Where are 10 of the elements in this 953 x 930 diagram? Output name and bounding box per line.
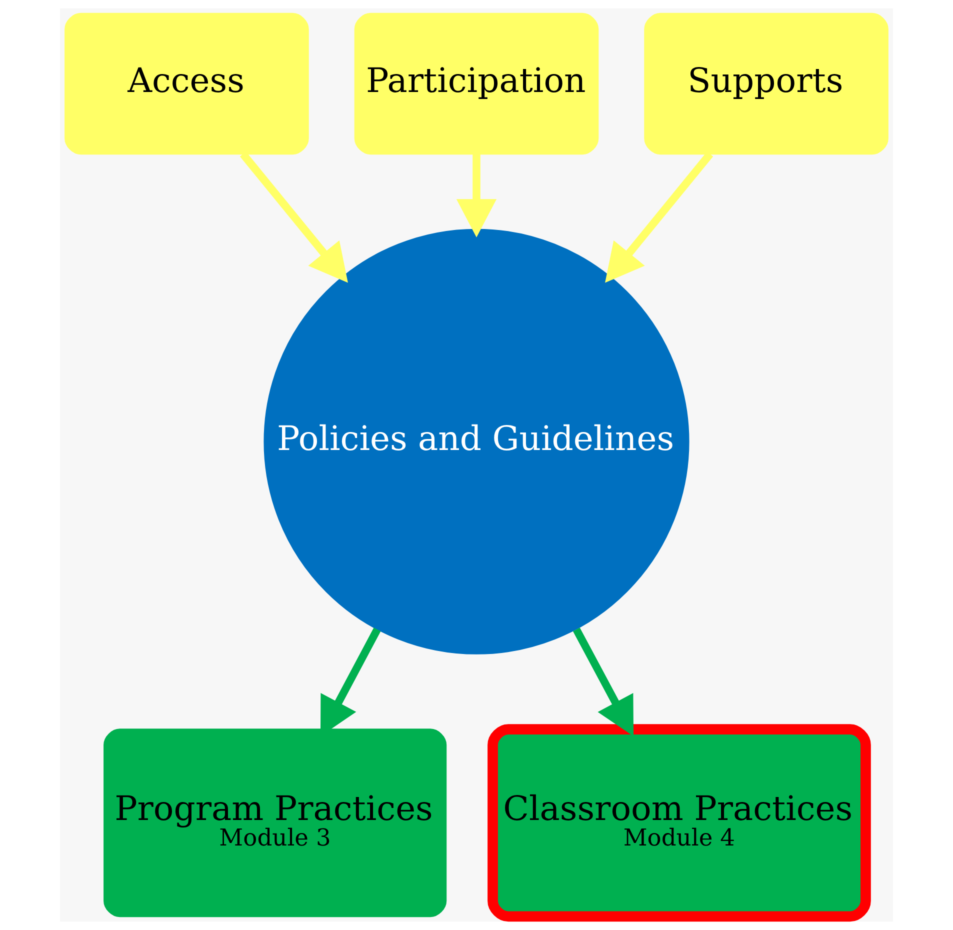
arrow	[240, 152, 348, 283]
arrow	[572, 628, 634, 736]
node-box: Access	[64, 12, 309, 155]
node-circle: Policies and Guidelines	[264, 228, 690, 654]
node-box: Supports	[644, 12, 888, 155]
node-box: Program Practices Module 3	[104, 728, 447, 918]
node-box: Participation	[354, 12, 599, 155]
arrow	[605, 152, 714, 283]
node-box: Classroom Practices Module 4	[488, 724, 871, 922]
arrow	[456, 154, 497, 238]
